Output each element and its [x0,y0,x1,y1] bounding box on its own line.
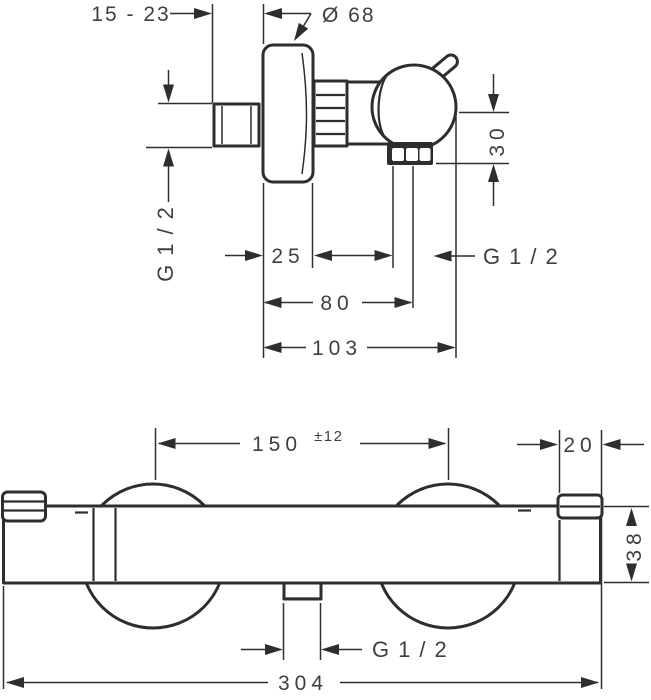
dimension-end-cap-width: 20 [517,434,644,457]
dim-103-label: 103 [312,337,362,360]
dim-80-label: 80 [320,292,353,315]
mixer-side-view [212,43,459,308]
top-view-extension-lines [146,4,509,358]
dimension-inlet-thread: G1/2 [153,70,178,282]
dim-25-label: 25 [271,245,304,268]
dimension-outlet-offset: 80 [263,292,413,315]
dim-150-tolerance-label: ±12 [314,428,343,445]
top-view: 15 - 23 Ø 68 G1/2 25 [91,3,567,360]
dim-304-label: 304 [278,672,328,695]
left-union-cover [1,490,47,523]
dimension-connection-spacing: 150 ±12 [157,428,447,456]
dim-20-label: 20 [563,434,596,457]
dim-38-label: 38 [623,528,646,561]
dim-bottom-outlet-thread-label: G1/2 [372,637,456,662]
mixer-front-view [1,482,604,630]
dimension-total-width: 304 [6,672,599,695]
inlet-pipe [212,102,261,148]
dimension-wall-depth: 15 - 23 [91,3,311,26]
outlet-stub [282,581,323,601]
dimension-total-projection: 103 [263,337,456,360]
union-nut [312,79,349,148]
knob-inner-edge [377,72,390,141]
escutcheon-rim-line [301,52,308,175]
dim-wall-depth-label: 15 - 23 [91,3,170,26]
dimension-outlet-drop: 30 [486,74,509,206]
mixer-bar-body [2,504,602,585]
front-view-extension-lines [2,428,649,689]
dimension-escutcheon-diameter: Ø 68 [289,4,376,44]
dimension-bottom-outlet-thread: G1/2 [241,637,456,662]
dimension-escutcheon-depth: 25 [225,245,393,268]
dim-escutcheon-diameter-label: Ø 68 [322,4,376,27]
dimension-body-height: 38 [623,508,646,582]
front-view: 150 ±12 20 38 G1/2 [1,428,649,695]
dim-30-label: 30 [486,123,509,156]
dim-inlet-thread-label: G1/2 [153,198,178,282]
dim-150-label: 150 [252,433,302,456]
dimension-outlet-thread: G1/2 [433,244,567,269]
escutcheon-side [261,43,315,184]
dim-outlet-thread-label: G1/2 [483,244,567,269]
